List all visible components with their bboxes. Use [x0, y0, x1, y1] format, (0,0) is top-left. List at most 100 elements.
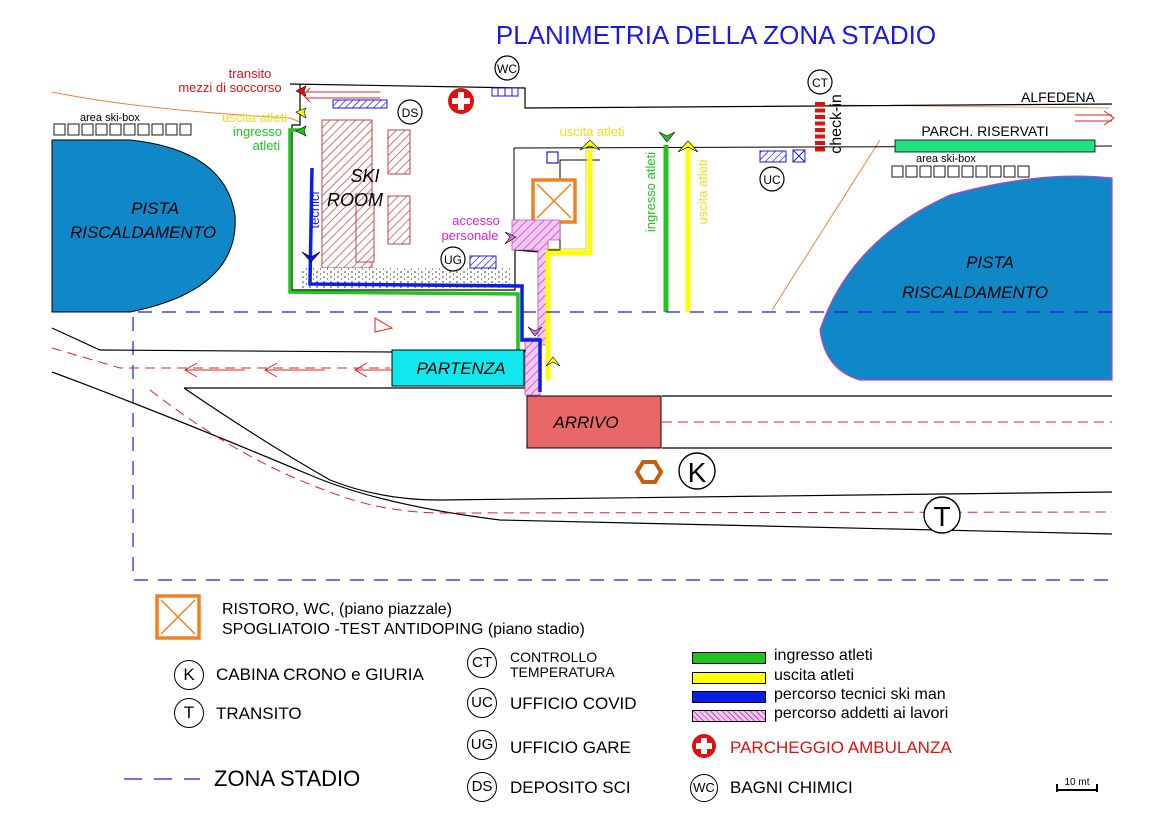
legend-k-circle: K	[174, 660, 204, 690]
legend-uc-code: UC	[471, 694, 493, 711]
svg-text:CT: CT	[812, 76, 829, 90]
arrivo-label: ARRIVO	[552, 413, 618, 432]
ski-box	[67, 123, 80, 136]
small-blue-square	[546, 151, 559, 164]
check-in-bar	[815, 102, 825, 106]
track-red-dashed-1	[51, 347, 390, 369]
alfedena-arrow	[1075, 110, 1115, 126]
ingresso-atleti-vertical-label: ingresso atleti	[643, 152, 658, 232]
check-in-bar	[815, 121, 825, 126]
legend-cabina-label: CABINA CRONO e GIURIA	[216, 665, 424, 684]
alfedena-label: ALFEDENA	[1021, 89, 1096, 105]
check-in-bar	[815, 115, 825, 119]
ristoro-icon	[531, 178, 577, 224]
ski-box	[1017, 165, 1030, 178]
uscita-atleti-path-edge	[544, 150, 587, 250]
atleti-label: atleti	[253, 138, 281, 153]
area-ski-box-left-label: area ski-box	[80, 112, 140, 124]
ski-label: SKI	[350, 166, 379, 186]
pista-riscaldamento-right	[819, 175, 1113, 381]
ds-circle-marker: DS	[397, 99, 423, 125]
ski-box	[933, 165, 946, 178]
uc-circle-marker: UC	[759, 166, 785, 192]
pista-left-label-1: PISTA	[131, 199, 179, 218]
map-title: PLANIMETRIA DELLA ZONA STADIO	[496, 20, 936, 50]
legend-ambulanza-label: PARCHEGGIO AMBULANZA	[730, 738, 952, 757]
ingresso-label: ingresso	[233, 124, 282, 139]
legend-ristoro-line2: SPOGLIATOIO -TEST ANTIDOPING (piano stad…	[222, 621, 585, 638]
check-in-bar	[815, 147, 825, 152]
check-in-bar	[815, 128, 825, 132]
legend-ds-code: DS	[471, 778, 493, 795]
wc-circle-marker: WC	[494, 55, 520, 81]
percorso-tecnici-path	[308, 167, 542, 392]
svg-text:K: K	[688, 457, 707, 488]
arrivo-box	[526, 395, 662, 449]
ski-box	[109, 123, 122, 136]
ski-room-hatch-3	[387, 195, 411, 245]
ingresso-atleti-path-left	[288, 128, 520, 352]
svg-text:UG: UG	[444, 253, 462, 267]
ski-room-hatch-2	[387, 129, 411, 175]
pista-right-label-2: RISCALDAMENTO	[902, 283, 1048, 302]
legend-path-uscita-label: uscita atleti	[774, 667, 855, 684]
k-circle-marker: K	[678, 452, 716, 490]
track-outer-bottom	[51, 371, 1113, 535]
svg-text:DS: DS	[402, 106, 419, 120]
legend-ug-code: UG	[470, 736, 494, 753]
legend-ufficio-covid-label: UFFICIO COVID	[510, 694, 637, 713]
building-right	[513, 148, 600, 251]
ski-room-hatch-4	[355, 193, 375, 263]
uscita-atleti-label-left: uscita atleti	[222, 110, 287, 125]
ski-box	[961, 165, 974, 178]
ski-box	[95, 123, 108, 136]
partenza-label: PARTENZA	[416, 359, 505, 378]
track-inner-curve	[183, 387, 1113, 501]
check-in-barrier	[815, 102, 825, 152]
legend-path-ingresso-label: ingresso atleti	[774, 647, 873, 664]
legend-ug-circle: UG	[467, 730, 497, 760]
transito-arrow	[302, 87, 380, 103]
legend-zona-stadio-label: ZONA STADIO	[214, 766, 361, 791]
legend-wc-code: WC	[693, 780, 715, 795]
legend-swatch-tecnici	[692, 691, 766, 703]
ski-box	[947, 165, 960, 178]
ski-deposit-box	[332, 99, 388, 109]
track-outer-top	[51, 327, 393, 353]
legend-temperatura-label: TEMPERATURA	[510, 664, 615, 680]
zona-stadio-boundary	[132, 311, 1112, 581]
check-in-bar	[815, 141, 825, 145]
t-circle-marker: T	[923, 496, 961, 534]
legend-t-code: T	[183, 703, 195, 722]
legend-ristoro-line1: RISTORO, WC, (piano piazzale)	[222, 601, 452, 618]
ski-box	[891, 165, 904, 178]
boundary-line	[51, 91, 301, 123]
legend-transito-label: TRANSITO	[216, 704, 302, 723]
parch-riservati-bar	[894, 139, 1096, 153]
ski-box-row-left	[53, 123, 192, 136]
ski-box	[81, 123, 94, 136]
legend-swatch-ingresso	[692, 652, 766, 664]
ambulance-cross-icon	[448, 88, 474, 114]
svg-text:T: T	[933, 501, 950, 532]
legend-ambulance-cross-icon	[692, 734, 716, 758]
room-label: ROOM	[327, 190, 383, 210]
mezzi-soccorso-label: mezzi di soccorso	[178, 80, 281, 95]
legend-t-circle: T	[174, 698, 204, 728]
scale-bar-label: 10 mt	[1064, 777, 1089, 788]
legend-ufficio-gare-label: UFFICIO GARE	[510, 738, 631, 757]
start-flag	[374, 317, 394, 333]
ski-box	[165, 123, 178, 136]
legend-path-tecnici-label: percorso tecnici ski man	[774, 686, 946, 703]
svg-text:UC: UC	[763, 173, 781, 187]
cabina-hexagon-icon	[634, 460, 664, 484]
personale-label: personale	[441, 228, 498, 243]
ski-box	[137, 123, 150, 136]
ski-box	[1003, 165, 1016, 178]
ski-box	[53, 123, 66, 136]
ski-box	[989, 165, 1002, 178]
restroom-icon	[491, 87, 519, 97]
legend-uc-circle: UC	[467, 688, 497, 718]
track-red-dashed-2	[149, 389, 1113, 514]
